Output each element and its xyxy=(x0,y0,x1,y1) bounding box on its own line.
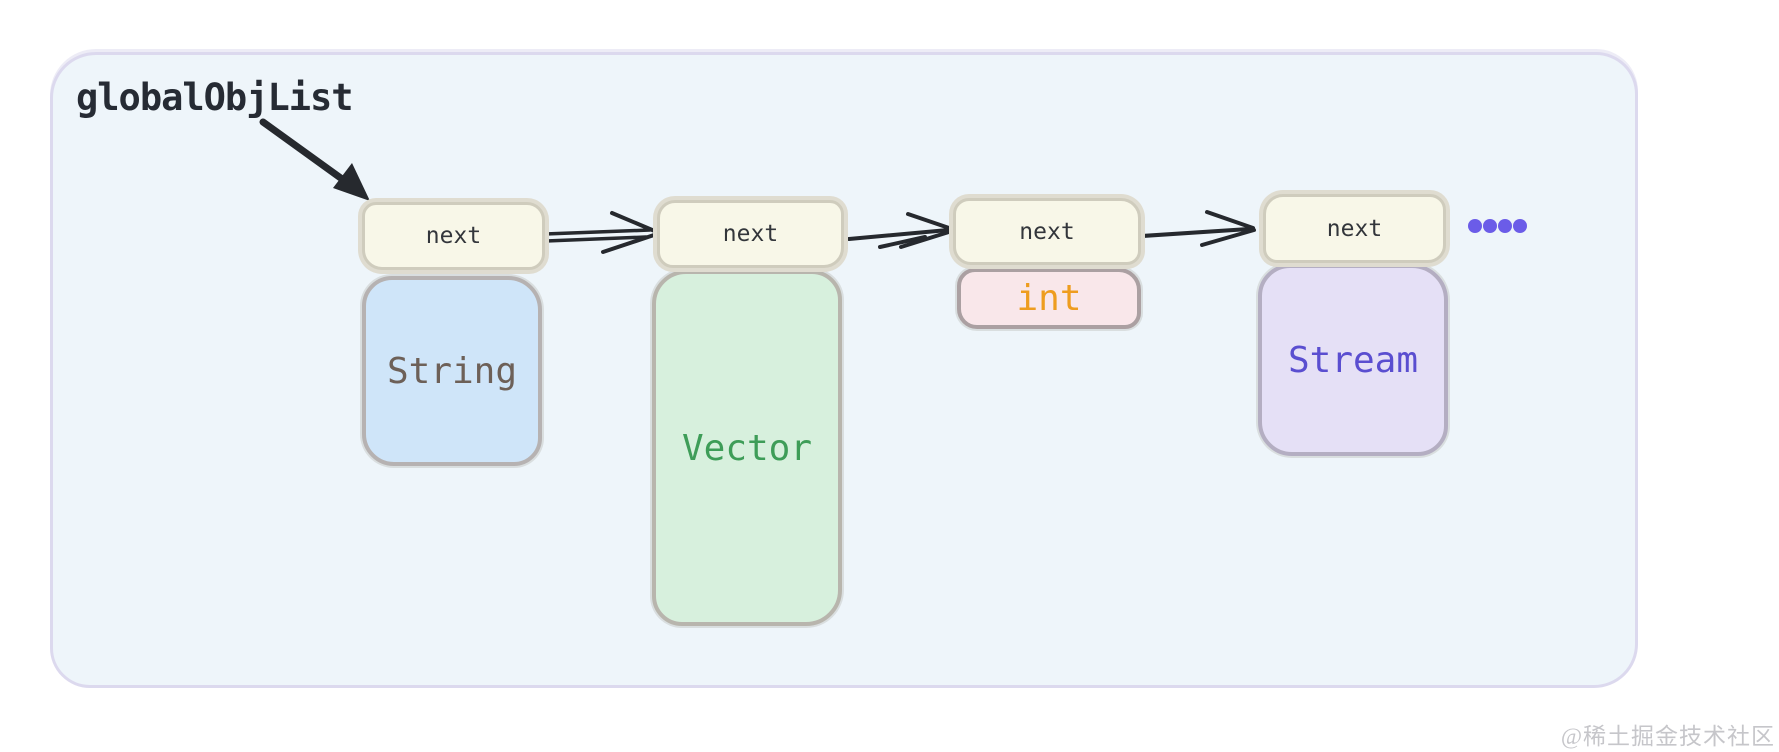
next-label-3: next xyxy=(1019,218,1075,245)
watermark: @稀土掘金技术社区 xyxy=(1560,724,1775,749)
next-label-2: next xyxy=(722,221,779,247)
payload-label-vector: Vector xyxy=(681,427,813,469)
payload-box-stream: Stream xyxy=(1258,264,1448,456)
dot-icon xyxy=(1468,219,1482,233)
next-label-4: next xyxy=(1326,215,1383,242)
dot-icon xyxy=(1513,219,1527,233)
payload-label-int: int xyxy=(1016,278,1082,319)
dot-icon xyxy=(1483,219,1497,233)
next-label-1: next xyxy=(425,223,482,249)
payload-box-string: String xyxy=(362,276,542,466)
payload-label-stream: Stream xyxy=(1287,339,1419,381)
global-obj-list-label: globalObjList xyxy=(76,76,354,119)
payload-box-vector: Vector xyxy=(652,270,842,626)
ellipsis-dots xyxy=(1468,219,1528,233)
node-next-box-4: next xyxy=(1263,194,1446,263)
payload-label-string: String xyxy=(386,350,518,392)
node-next-box-1: next xyxy=(362,202,545,270)
dot-icon xyxy=(1498,219,1512,233)
payload-box-int: int xyxy=(957,268,1141,329)
node-next-box-2: next xyxy=(657,200,844,268)
node-next-box-3: next xyxy=(953,198,1141,265)
